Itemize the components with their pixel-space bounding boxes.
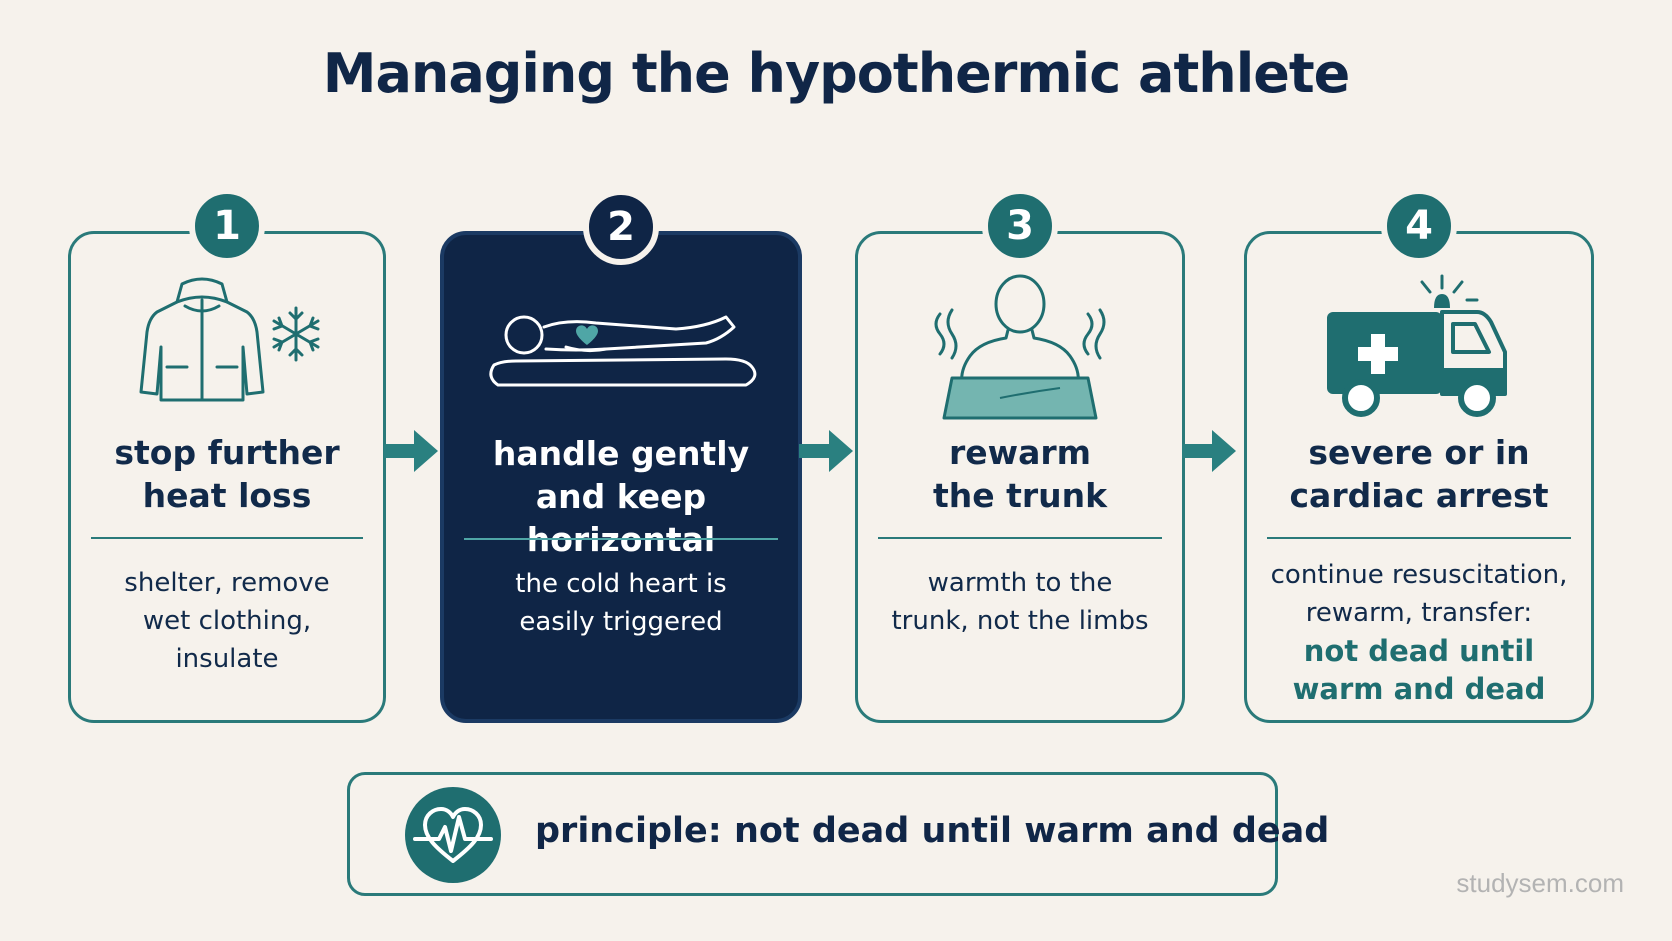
step-number-badge: 2 [583, 189, 659, 265]
step-icon-area [858, 272, 1182, 422]
divider [878, 537, 1162, 539]
page-title: Managing the hypothermic athlete [322, 42, 1351, 105]
arrow-right-icon [384, 430, 438, 472]
step-heading: rewarm the trunk [932, 433, 1108, 515]
step-icon-area [444, 273, 798, 423]
arrow-right-icon [1182, 430, 1236, 472]
step-card-2: 2 handle gently and keep horizontal the … [440, 189, 802, 723]
jacket-icon [139, 277, 265, 402]
step-heading: severe or in cardiac arrest [1289, 433, 1549, 515]
step-number-badge: 3 [982, 188, 1058, 264]
divider [91, 537, 363, 539]
step-icon-area [1247, 272, 1591, 422]
step-number-badge: 4 [1381, 188, 1457, 264]
step-card-1: 1 stop further heat loss shelter, remove… [68, 188, 386, 723]
lying-person-icon [489, 315, 757, 387]
step-icon-area [71, 272, 383, 422]
step-heading: handle gently and keep horizontal [492, 434, 750, 559]
watermark: studysem.com [1456, 868, 1624, 898]
step-card-4: 4 severe or in cardiac arrest continue r… [1244, 188, 1594, 723]
ambulance-icon [1327, 274, 1507, 417]
step-number-badge: 1 [189, 188, 265, 264]
heart-icon [576, 325, 598, 345]
step-heading: stop further heat loss [114, 433, 340, 515]
emphasis-line: warm and dead [1292, 672, 1546, 706]
step-body: warmth to the trunk, not the limbs [891, 568, 1149, 636]
arrow-right-icon [799, 430, 853, 472]
step-body: shelter, remove wet clothing, insulate [124, 568, 330, 674]
step-body: the cold heart is easily triggered [515, 569, 727, 637]
step-card-3: 3 rewarm the trunk warmth to the trunk, … [855, 188, 1185, 723]
principle-text: principle: not dead until warm and dead [535, 811, 1330, 851]
heartbeat-icon [405, 787, 501, 883]
warmed-torso-icon [934, 274, 1106, 420]
principle-banner: principle: not dead until warm and dead [347, 772, 1329, 896]
snowflake-icon [272, 306, 320, 362]
step-body: continue resuscitation, rewarm, transfer… [1247, 556, 1591, 708]
divider [464, 538, 778, 540]
emphasis-line: not dead until [1303, 634, 1535, 668]
divider [1267, 537, 1571, 539]
